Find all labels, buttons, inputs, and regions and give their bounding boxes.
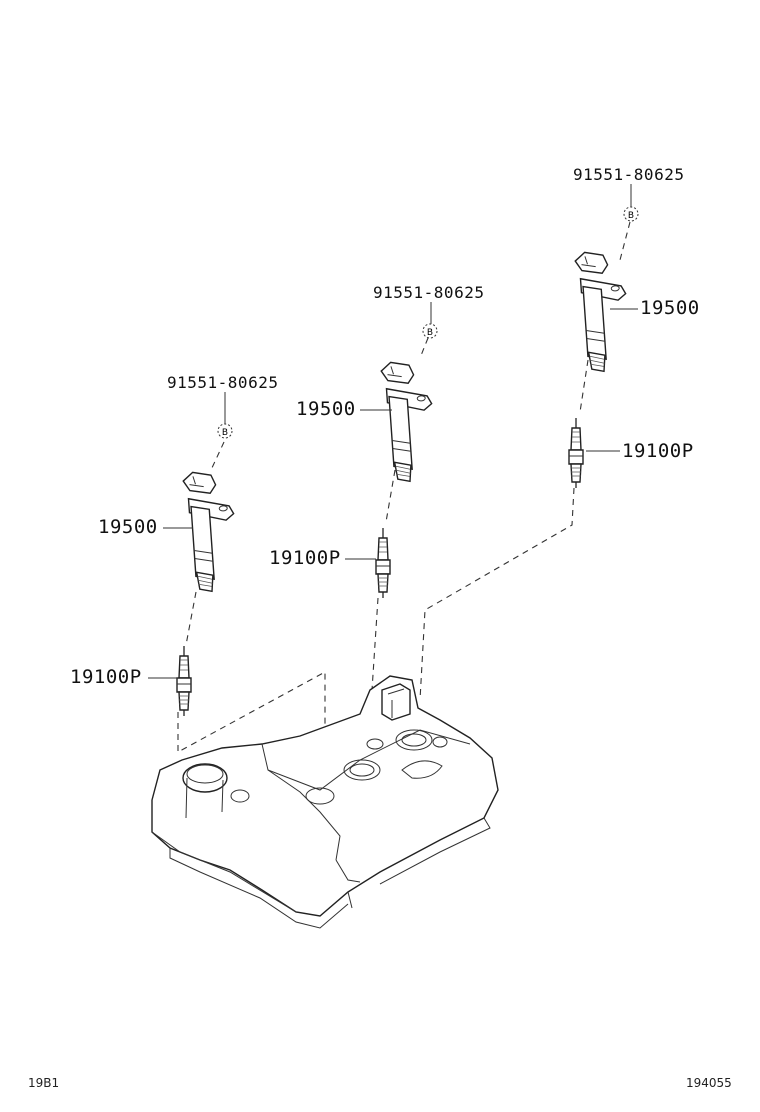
part-callout-lines <box>148 308 638 679</box>
bolt-marker-3[interactable]: B <box>623 206 639 222</box>
part-number-plug-1[interactable]: 19100P <box>70 666 142 688</box>
ignition-coil-3[interactable] <box>573 249 632 374</box>
spark-plug-1[interactable] <box>176 645 192 717</box>
spark-plug-2[interactable] <box>375 527 391 599</box>
part-number-coil-3[interactable]: 19500 <box>640 297 700 319</box>
bolt-marker-1[interactable]: B <box>217 423 233 439</box>
part-number-coil-2[interactable]: 19500 <box>296 398 356 420</box>
spark-plug-3[interactable] <box>568 417 584 489</box>
part-number-bolt-1[interactable]: 91551-80625 <box>167 373 279 392</box>
ignition-coil-2[interactable] <box>379 359 438 484</box>
part-number-plug-2[interactable]: 19100P <box>269 547 341 569</box>
bolt-callout-lines <box>224 184 632 424</box>
bolt-marker-letter: B <box>427 328 433 338</box>
diagram-illustration-number: 194055 <box>686 1076 732 1090</box>
part-number-plug-3[interactable]: 19100P <box>622 440 694 462</box>
part-number-bolt-3[interactable]: 91551-80625 <box>573 165 685 184</box>
bolt-marker-letter: B <box>222 428 228 438</box>
part-number-coil-1[interactable]: 19500 <box>98 516 158 538</box>
part-number-bolt-2[interactable]: 91551-80625 <box>373 283 485 302</box>
cylinder-head-cover[interactable] <box>151 675 499 929</box>
bolt-marker-letter: B <box>628 211 634 221</box>
ignition-coil-1[interactable] <box>181 469 240 594</box>
diagram-section-code: 19B1 <box>28 1076 60 1090</box>
bolt-marker-2[interactable]: B <box>422 323 438 339</box>
